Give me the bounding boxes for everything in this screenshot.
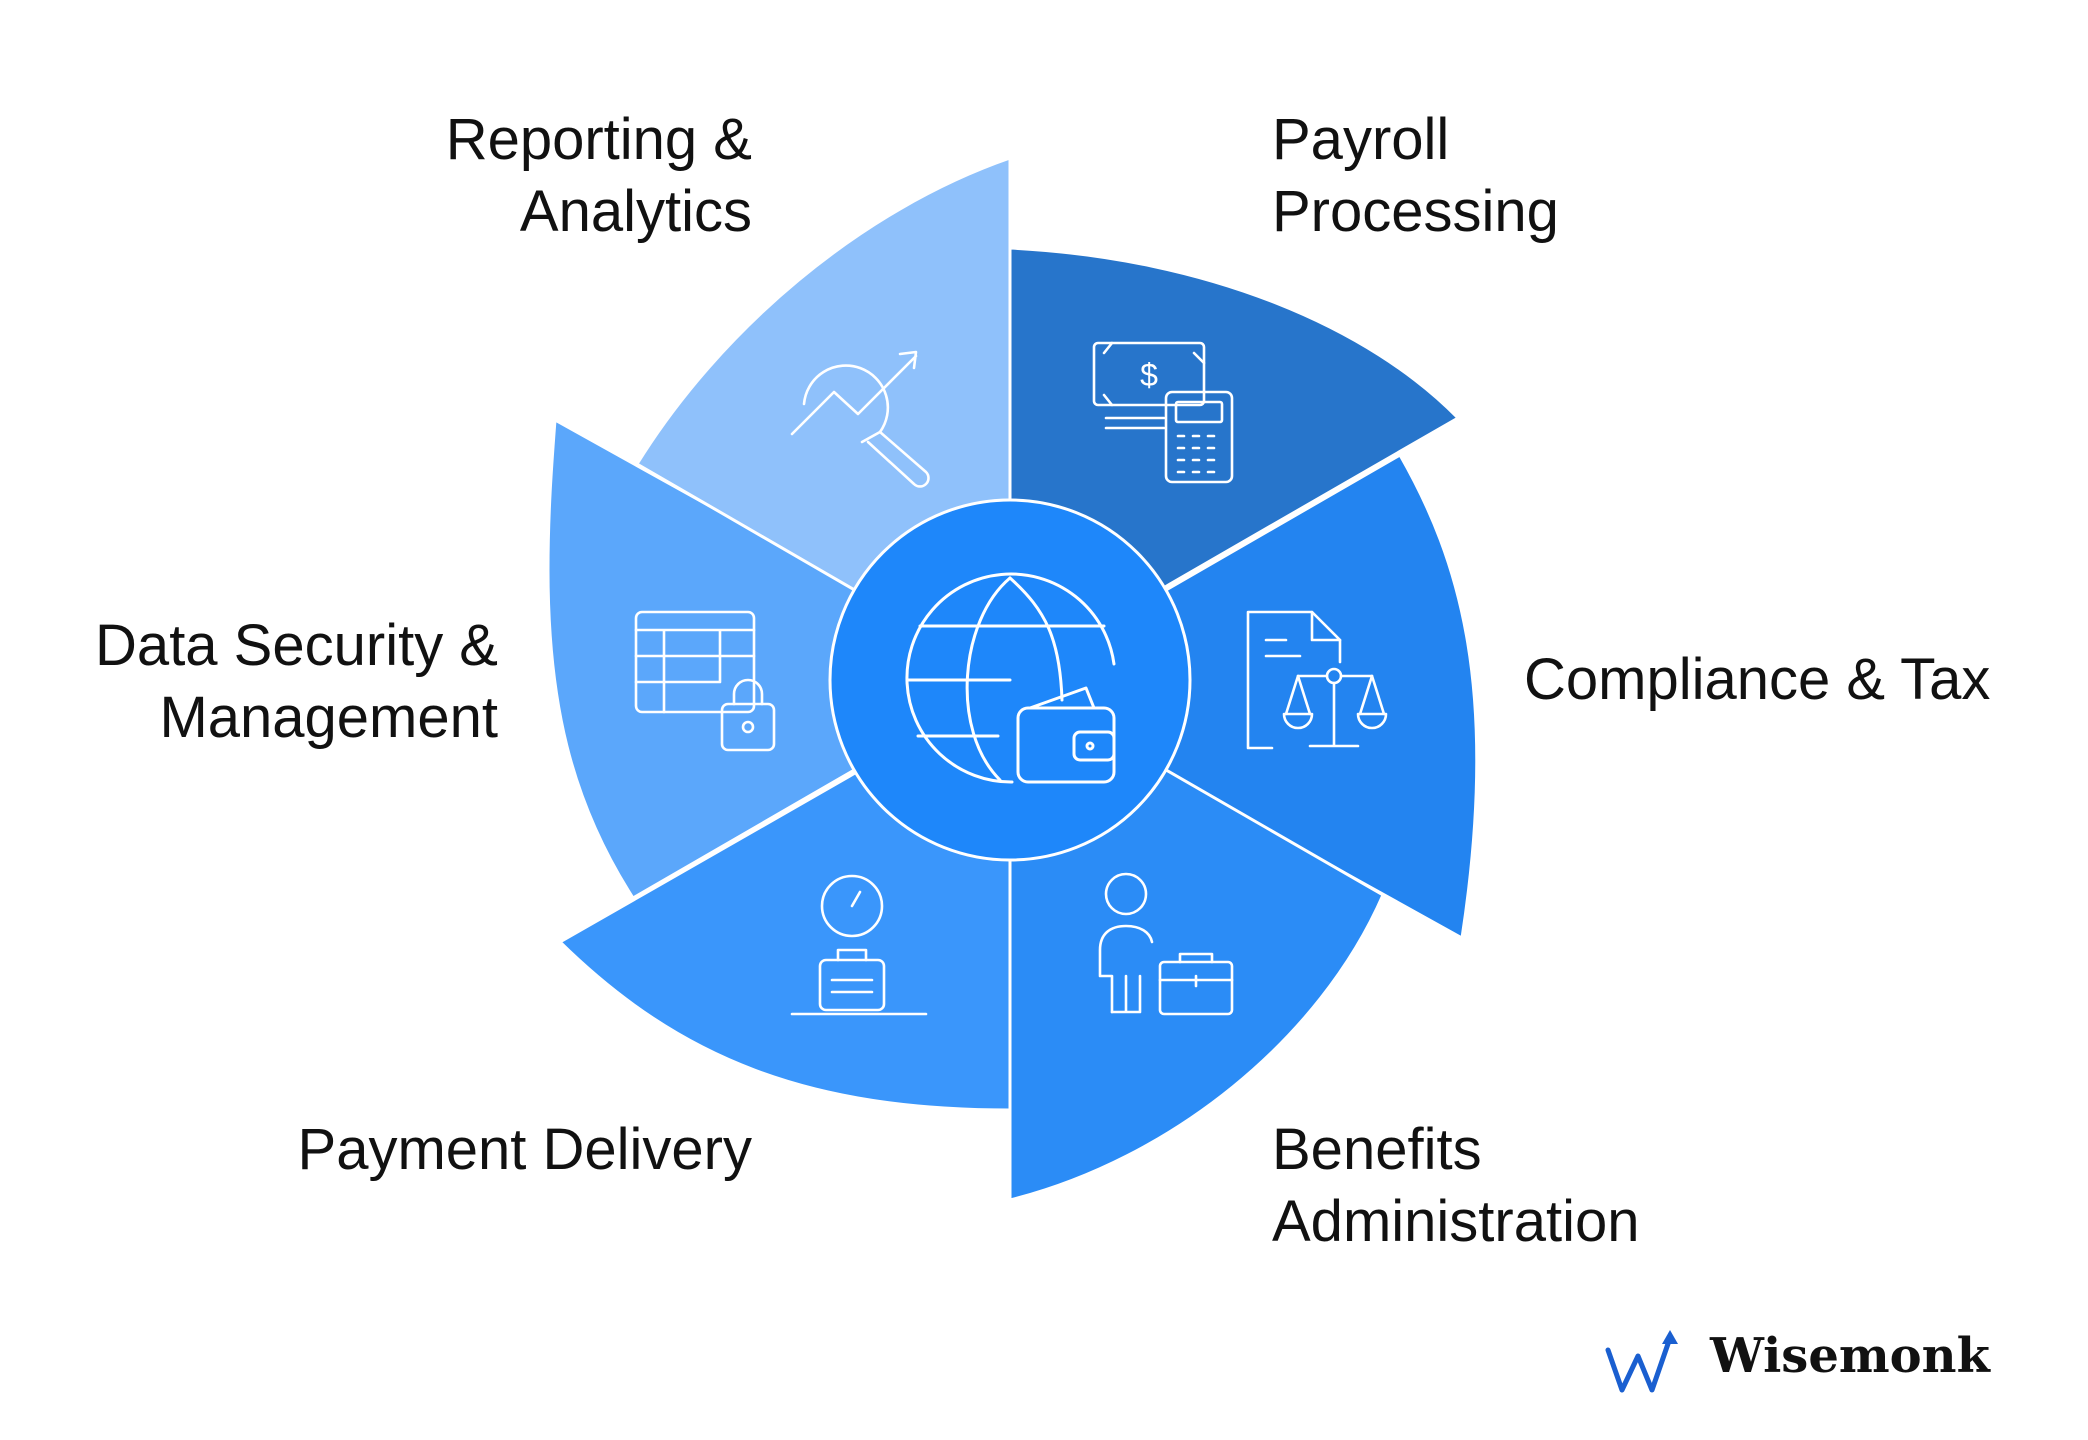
person-briefcase-icon bbox=[1098, 872, 1234, 1016]
globe-wallet-icon bbox=[905, 572, 1116, 784]
svg-text:$: $ bbox=[1140, 357, 1158, 393]
label-data-security: Data Security & Management bbox=[95, 610, 498, 754]
label-line: Reporting & bbox=[445, 107, 752, 172]
label-payroll: Payroll Processing bbox=[1272, 104, 1559, 248]
money-calculator-icon: $ bbox=[1092, 341, 1234, 484]
segment-compliance bbox=[1007, 452, 1479, 941]
label-line: Data Security & bbox=[95, 613, 498, 678]
label-payment: Payment Delivery bbox=[298, 1114, 752, 1186]
segment-data-security bbox=[546, 417, 1013, 901]
wisemonk-logo: Wisemonk bbox=[1600, 1322, 1990, 1402]
document-scales-icon bbox=[1246, 610, 1388, 750]
table-lock-icon bbox=[634, 610, 776, 752]
label-line: Benefits bbox=[1272, 1117, 1482, 1182]
chart-magnifier-icon bbox=[790, 350, 930, 488]
brand-name: Wisemonk bbox=[1710, 1328, 1990, 1384]
label-line: Payroll bbox=[1272, 107, 1450, 172]
clock-bag-icon bbox=[790, 874, 928, 1016]
label-line: Compliance & Tax bbox=[1524, 647, 1991, 712]
label-reporting: Reporting & Analytics bbox=[446, 104, 752, 248]
label-compliance: Compliance & Tax bbox=[1524, 644, 1990, 716]
label-line: Management bbox=[159, 685, 498, 750]
wisemonk-logo-icon bbox=[1605, 1330, 1678, 1393]
label-benefits: Benefits Administration bbox=[1272, 1114, 1639, 1258]
label-line: Payment Delivery bbox=[297, 1117, 752, 1182]
label-line: Processing bbox=[1272, 179, 1559, 244]
label-line: Analytics bbox=[519, 179, 752, 244]
label-line: Administration bbox=[1272, 1189, 1640, 1254]
